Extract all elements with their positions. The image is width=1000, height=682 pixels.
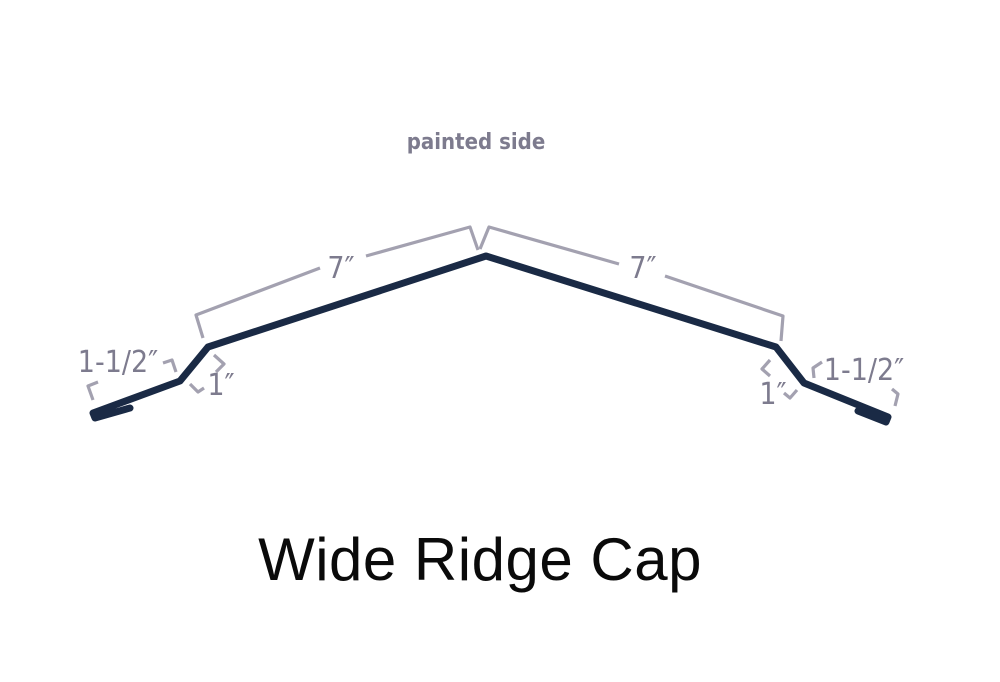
right-slope-dimension: 7″ xyxy=(629,251,656,286)
right-slope-bracket-2 xyxy=(664,274,785,342)
right-step-bracket-2 xyxy=(782,388,799,400)
diagram-title: Wide Ridge Cap xyxy=(258,526,702,593)
dimension-lines xyxy=(86,225,900,407)
right-hem-bracket-2 xyxy=(890,387,900,407)
right-hem-bracket xyxy=(811,360,823,379)
left-slope-bracket xyxy=(194,266,321,339)
left-step-dimension: 1″ xyxy=(207,368,234,403)
left-hem-bracket-2 xyxy=(162,358,178,373)
ridge-cap-profile xyxy=(89,252,892,426)
left-slope-bracket-2 xyxy=(365,225,480,258)
left-hem-dimension: 1-1/2″ xyxy=(78,345,158,380)
right-slope-bracket xyxy=(478,225,620,266)
left-step-bracket xyxy=(212,353,226,374)
right-hem-dimension: 1-1/2″ xyxy=(824,353,904,388)
left-hem-bracket xyxy=(86,380,99,401)
right-step-dimension: 1″ xyxy=(759,377,786,412)
left-step-bracket-2 xyxy=(188,382,205,394)
right-step-bracket xyxy=(760,358,772,378)
left-slope-dimension: 7″ xyxy=(327,251,354,286)
painted-side-label: painted side xyxy=(407,130,546,155)
